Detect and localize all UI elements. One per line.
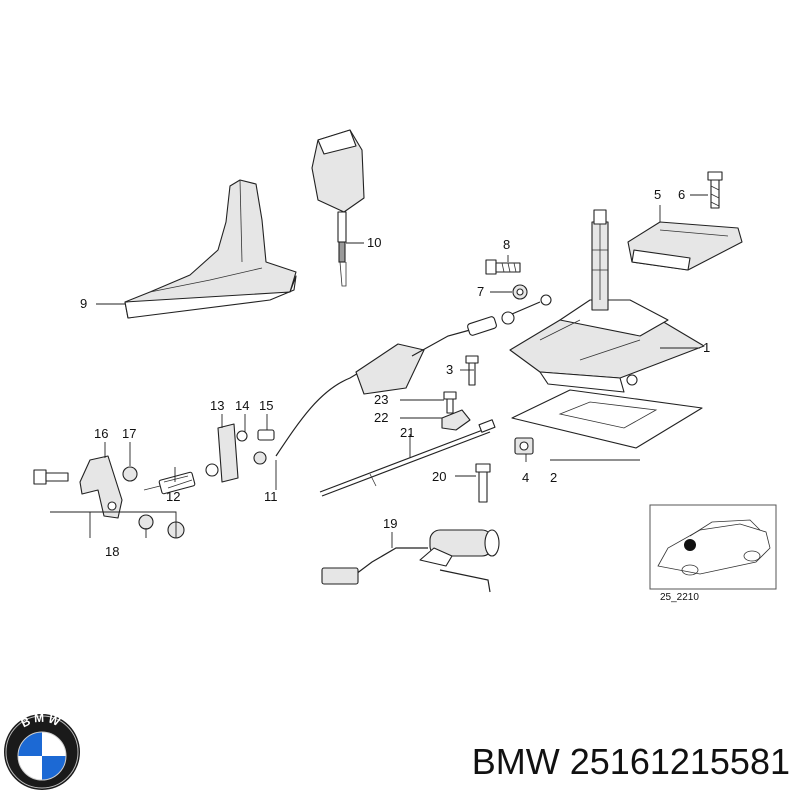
callout-16: 16	[94, 426, 108, 441]
cable-end-assembly-part	[143, 423, 275, 495]
callout-3: 3	[446, 362, 453, 377]
callout-22: 22	[374, 410, 388, 425]
callout-20: 20	[432, 469, 446, 484]
gear-knob-part	[311, 129, 365, 287]
callout-18: 18	[105, 544, 119, 559]
callout-8: 8	[503, 237, 510, 252]
callout-12: 12	[166, 489, 180, 504]
screw-6-part	[707, 171, 723, 209]
leader-lines	[50, 194, 708, 548]
shifter-housing-part	[509, 209, 705, 393]
screw-3-part	[465, 355, 479, 386]
callout-17: 17	[122, 426, 136, 441]
callout-6: 6	[678, 187, 685, 202]
callout-9: 9	[80, 296, 87, 311]
callout-11: 11	[264, 489, 278, 504]
callout-7: 7	[477, 284, 484, 299]
part-number-caption: BMW 25161215581	[471, 741, 790, 782]
bmw-logo-icon: BMW	[4, 711, 80, 790]
bmw-logo-lettering: BMW	[19, 711, 62, 731]
callout-labels: 1 2 3 4 5 6 7 8 9 10 11 12 13 14 15 16 1…	[80, 187, 710, 559]
nut-7-part	[512, 284, 528, 300]
svg-text:BMW: BMW	[19, 711, 65, 731]
callout-19: 19	[383, 516, 397, 531]
switch-19-part	[321, 529, 500, 593]
callout-5: 5	[654, 187, 661, 202]
shift-boot-part	[124, 179, 297, 319]
screw-23-part	[443, 391, 457, 414]
cover-plate-part	[627, 221, 743, 271]
clip-4-part	[514, 437, 534, 455]
inset-car-thumbnail: 25_2210	[649, 504, 777, 603]
callout-4: 4	[522, 470, 529, 485]
bolt-8-part	[485, 259, 521, 275]
location-marker-icon	[684, 539, 696, 551]
callout-23: 23	[374, 392, 388, 407]
callout-1: 1	[703, 340, 710, 355]
selector-lever-assembly-part	[33, 455, 185, 539]
gasket-part	[511, 389, 703, 449]
inset-code-label: 25_2210	[660, 592, 699, 603]
screw-20-part	[475, 463, 491, 503]
rod-21-part	[319, 419, 496, 497]
callout-10: 10	[367, 235, 381, 250]
clip-22-part	[441, 409, 471, 431]
shift-cable-part	[275, 294, 552, 457]
callout-15: 15	[259, 398, 273, 413]
callout-21: 21	[400, 425, 414, 440]
callout-2: 2	[550, 470, 557, 485]
callout-13: 13	[210, 398, 224, 413]
callout-14: 14	[235, 398, 249, 413]
